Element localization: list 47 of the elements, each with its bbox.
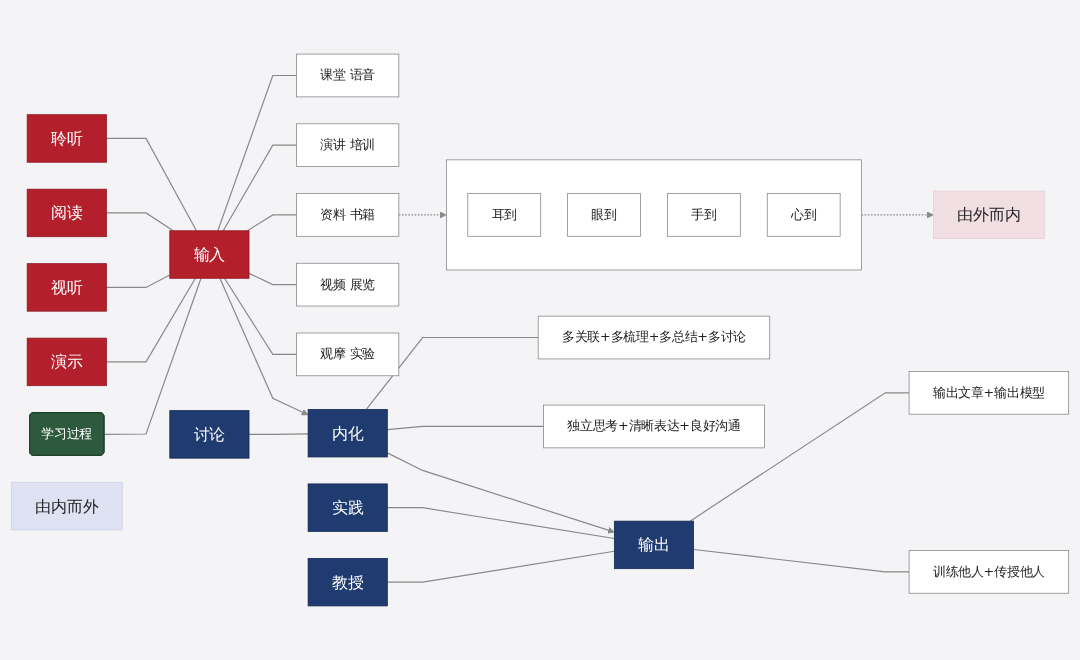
connector xyxy=(105,212,174,232)
node-box: 输入 xyxy=(169,230,250,279)
node-box: 输出 xyxy=(613,520,694,570)
node-box: 演讲 培训 xyxy=(296,123,400,167)
arrow xyxy=(219,277,309,416)
connector xyxy=(248,433,309,435)
cluster xyxy=(446,159,862,271)
node-box: 阅读 xyxy=(26,188,107,238)
node-box: 内化 xyxy=(307,409,388,458)
node-box: 心到 xyxy=(766,193,841,237)
connector xyxy=(217,74,298,232)
connector xyxy=(103,277,202,435)
node-box: 实践 xyxy=(307,483,388,532)
node-box: 手到 xyxy=(667,193,741,237)
connector xyxy=(365,336,539,411)
arrow xyxy=(860,211,934,219)
node-box: 讨论 xyxy=(169,410,250,459)
node-box: 耳到 xyxy=(467,193,542,237)
node-box: 教授 xyxy=(307,558,388,607)
connector xyxy=(386,550,615,583)
node-box: 多关联+多梳理+多总结+多讨论 xyxy=(537,315,771,360)
node-box: 视听 xyxy=(26,263,107,312)
node-box: 由内而外 xyxy=(10,481,123,531)
connector xyxy=(105,137,198,232)
arrow xyxy=(398,211,447,219)
connector xyxy=(248,272,298,286)
node-box: 由外而内 xyxy=(933,190,1045,240)
node-box: 聆听 xyxy=(26,114,107,163)
connector xyxy=(105,274,171,288)
arrow xyxy=(386,452,615,534)
connector xyxy=(386,425,545,431)
node-box: 课堂 语音 xyxy=(296,53,400,98)
node-box: 眼到 xyxy=(567,193,641,237)
node-box: 资料 书籍 xyxy=(296,193,400,237)
connector xyxy=(246,214,298,232)
connector xyxy=(222,144,298,232)
node-box: 输出文章+输出模型 xyxy=(908,371,1070,415)
connector xyxy=(223,277,298,355)
node-box: 视频 展览 xyxy=(296,262,400,307)
node-box: 演示 xyxy=(26,337,107,387)
node-box: 独立思考+清晰表达+良好沟通 xyxy=(543,404,765,449)
connector xyxy=(105,277,196,363)
connector xyxy=(386,507,615,540)
connector xyxy=(693,548,910,573)
node-box: 训练他人+传授他人 xyxy=(908,550,1070,594)
connector xyxy=(689,392,910,522)
node-box: 观摩 实验 xyxy=(296,332,400,377)
